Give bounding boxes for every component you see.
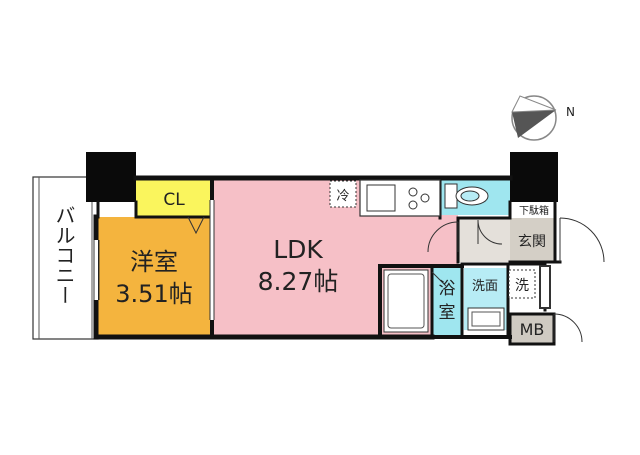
bathtub: [383, 269, 429, 333]
toilet-icon: [444, 183, 489, 209]
compass-north-label: N: [566, 105, 575, 119]
pillar-left: [86, 152, 136, 202]
stove-burner: [420, 193, 430, 203]
ldk-size: 8.27帖: [258, 267, 339, 296]
entrance-label: 玄関: [518, 233, 546, 250]
pillar-right: [510, 152, 558, 202]
balcony-label: バルコニー: [52, 205, 76, 305]
compass-icon: [511, 95, 557, 141]
sliding-windows: [93, 200, 215, 320]
shoe-box-strip: [510, 202, 558, 218]
stove-burner: [408, 200, 418, 210]
washer-label: 洗: [515, 278, 529, 294]
door-swings: [427, 217, 605, 343]
bathroom: [432, 268, 462, 335]
washer-space: [508, 269, 536, 299]
meter-box: [510, 314, 554, 344]
ldk-name: LDK: [273, 235, 323, 264]
fridge-label: 冷: [336, 189, 349, 204]
closet: [136, 180, 211, 217]
meter-box-label: MB: [520, 320, 545, 339]
balcony-area: [32, 176, 99, 340]
western-room-size: 3.51帖: [115, 280, 192, 308]
western-room: [96, 217, 211, 335]
bathroom-label-1: 浴: [439, 279, 456, 299]
western-room-name: 洋室: [130, 248, 178, 276]
stove-burner: [408, 187, 418, 197]
wash-basin: [467, 307, 505, 331]
hall-floor: [458, 218, 510, 262]
washroom-label: 洗面: [472, 279, 498, 294]
fridge-space: [329, 180, 357, 208]
closet-door: [187, 216, 205, 235]
bathroom-label-2: 室: [439, 303, 456, 323]
kitchen-sink: [366, 184, 396, 212]
entrance: [510, 218, 555, 262]
shoe-box-label: 下駄箱: [519, 204, 549, 217]
closet-label: CL: [163, 190, 185, 210]
storage-strip: [539, 265, 551, 309]
